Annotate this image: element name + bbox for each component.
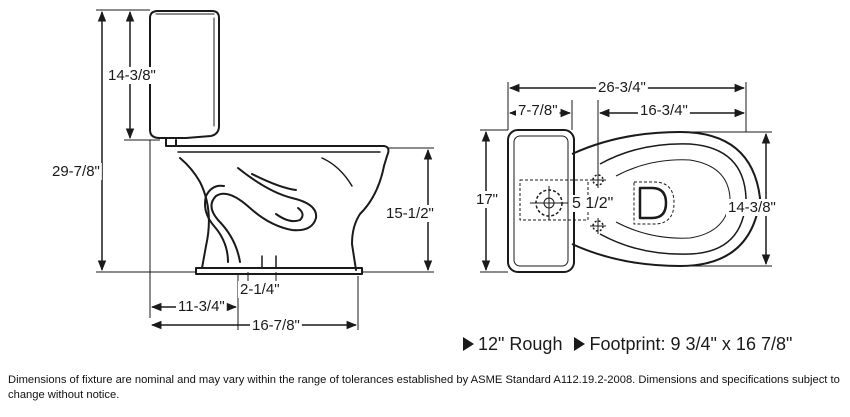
top-view <box>507 129 761 273</box>
base-line <box>195 267 363 275</box>
bowl-rim <box>167 145 390 167</box>
dim-outlet-width: 2-1/4" <box>240 281 280 298</box>
drain-outlet-dash <box>633 181 675 225</box>
top-bowl-inner <box>615 159 731 239</box>
spec-footprint: Footprint: 9 3/4" x 16 7/8" <box>589 334 793 354</box>
top-tank <box>507 129 575 273</box>
top-bowl-outer <box>571 131 761 267</box>
label-backdrop <box>176 298 227 315</box>
bowl-water <box>321 157 353 187</box>
label-backdrop <box>516 102 560 119</box>
top-tank-inner <box>513 135 569 267</box>
dim-bowl-rim-height: 15-1/2" <box>386 205 434 222</box>
bullet-arrow-icon <box>574 337 586 351</box>
dim-bowl-length: 16-3/4" <box>640 102 688 119</box>
tank-hole-outline <box>519 179 589 221</box>
dim-tank-height: 14-3/8" <box>108 67 156 84</box>
label-backdrop <box>638 102 690 119</box>
drain-outlet <box>638 186 668 220</box>
dim-rough-to-base: 11-3/4" <box>178 298 225 315</box>
dim-bolt-spacing: 5 1/2" <box>572 195 613 212</box>
label-backdrop <box>250 317 302 334</box>
dim-overall-length: 26-3/4" <box>598 79 646 96</box>
label-backdrop <box>570 195 616 212</box>
tank-outline <box>149 10 220 139</box>
trapway-curl <box>275 207 304 223</box>
dim-tank-width: 17" <box>476 191 498 208</box>
bowl-front <box>351 165 385 271</box>
trapway-outer <box>210 167 318 263</box>
disclaimer-text: Dimensions of fixture are nominal and ma… <box>8 374 840 401</box>
bowl-back <box>179 157 210 269</box>
top-crosshairs <box>530 172 606 234</box>
dim-overall-height: 29-7/8" <box>52 163 100 180</box>
label-backdrop <box>474 191 501 208</box>
spec-summary: 12" Rough Footprint: 9 3/4" x 16 7/8" <box>463 334 792 355</box>
dim-tank-depth: 7-7/8" <box>518 102 558 119</box>
dim-bowl-width: 14-3/8" <box>728 199 776 216</box>
trapway-inner <box>204 173 297 263</box>
dim-overall-depth: 16-7/8" <box>252 317 300 334</box>
spec-rough: 12" Rough <box>478 334 563 354</box>
top-bowl-rim <box>599 143 747 255</box>
outlet-horn <box>261 255 277 269</box>
tank-flange <box>165 137 177 147</box>
label-backdrop <box>384 205 436 222</box>
bullet-arrow-icon <box>463 337 474 351</box>
label-backdrop <box>238 281 282 298</box>
label-backdrop <box>50 163 102 180</box>
label-backdrop <box>596 79 648 96</box>
label-backdrop <box>726 199 778 216</box>
label-backdrop <box>106 67 158 84</box>
side-view <box>149 10 390 275</box>
